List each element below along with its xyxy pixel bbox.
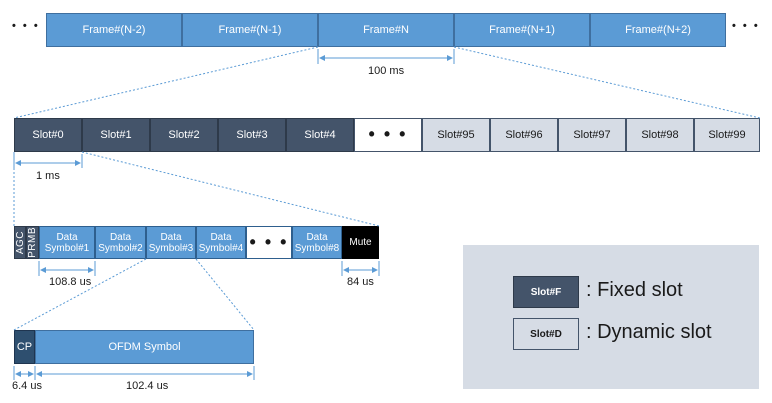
frame-n-plus-2: Frame#(N+2) (590, 13, 726, 47)
zoom-line-frame-right (453, 46, 761, 119)
slot-96: Slot#96 (490, 118, 558, 152)
legend-fixed-chip: Slot#F (513, 276, 579, 308)
frame-duration-label: 100 ms (368, 65, 405, 77)
slot-3: Slot#3 (218, 118, 286, 152)
agc-cell: AGC (14, 226, 26, 259)
data-symbol-3: Data Symbol#3 (146, 226, 196, 259)
slot-4: Slot#4 (286, 118, 354, 152)
zoom-line-symbol-right (195, 258, 255, 331)
data-symbol-1: Data Symbol#1 (39, 226, 95, 259)
symbols-ellipsis: • • • (246, 226, 292, 259)
frame-n: Frame#N (318, 13, 454, 47)
slots-ellipsis: • • • (354, 118, 422, 152)
zoom-line-symbol-left (13, 258, 147, 331)
slot-95: Slot#95 (422, 118, 490, 152)
ofdm-symbol-cell: OFDM Symbol (35, 330, 254, 364)
frame-n-minus-1: Frame#(N-1) (182, 13, 318, 47)
frame-n-minus-2: Frame#(N-2) (46, 13, 182, 47)
data-symbol-2: Data Symbol#2 (95, 226, 146, 259)
frames-right-ellipsis: • • • (732, 20, 760, 32)
prmb-cell: PRMB (26, 226, 39, 259)
data-symbol-8: Data Symbol#8 (292, 226, 342, 259)
slot-2: Slot#2 (150, 118, 218, 152)
mute-cell: Mute (342, 226, 379, 259)
mute-duration-label: 84 us (347, 276, 374, 288)
frame-n-plus-1: Frame#(N+1) (454, 13, 590, 47)
data-symbol-4: Data Symbol#4 (196, 226, 246, 259)
ofdm-duration-label: 102.4 us (126, 380, 169, 392)
zoom-line-frame-left (13, 46, 319, 119)
slot-99: Slot#99 (694, 118, 760, 152)
slot-1: Slot#1 (82, 118, 150, 152)
legend-dynamic-text: : Dynamic slot (586, 321, 712, 343)
cp-cell: CP (14, 330, 35, 364)
cp-duration-label: 6.4 us (12, 380, 42, 392)
symbol-duration-label: 108.8 us (49, 276, 92, 288)
frames-left-ellipsis: • • • (12, 20, 40, 32)
slot-97: Slot#97 (558, 118, 626, 152)
slot-duration-label: 1 ms (36, 170, 60, 182)
slot-98: Slot#98 (626, 118, 694, 152)
slot-0: Slot#0 (14, 118, 82, 152)
legend-fixed-text: : Fixed slot (586, 279, 683, 301)
zoom-line-slot-right (81, 151, 380, 227)
legend-panel (463, 245, 759, 389)
legend-dynamic-chip: Slot#D (513, 318, 579, 350)
